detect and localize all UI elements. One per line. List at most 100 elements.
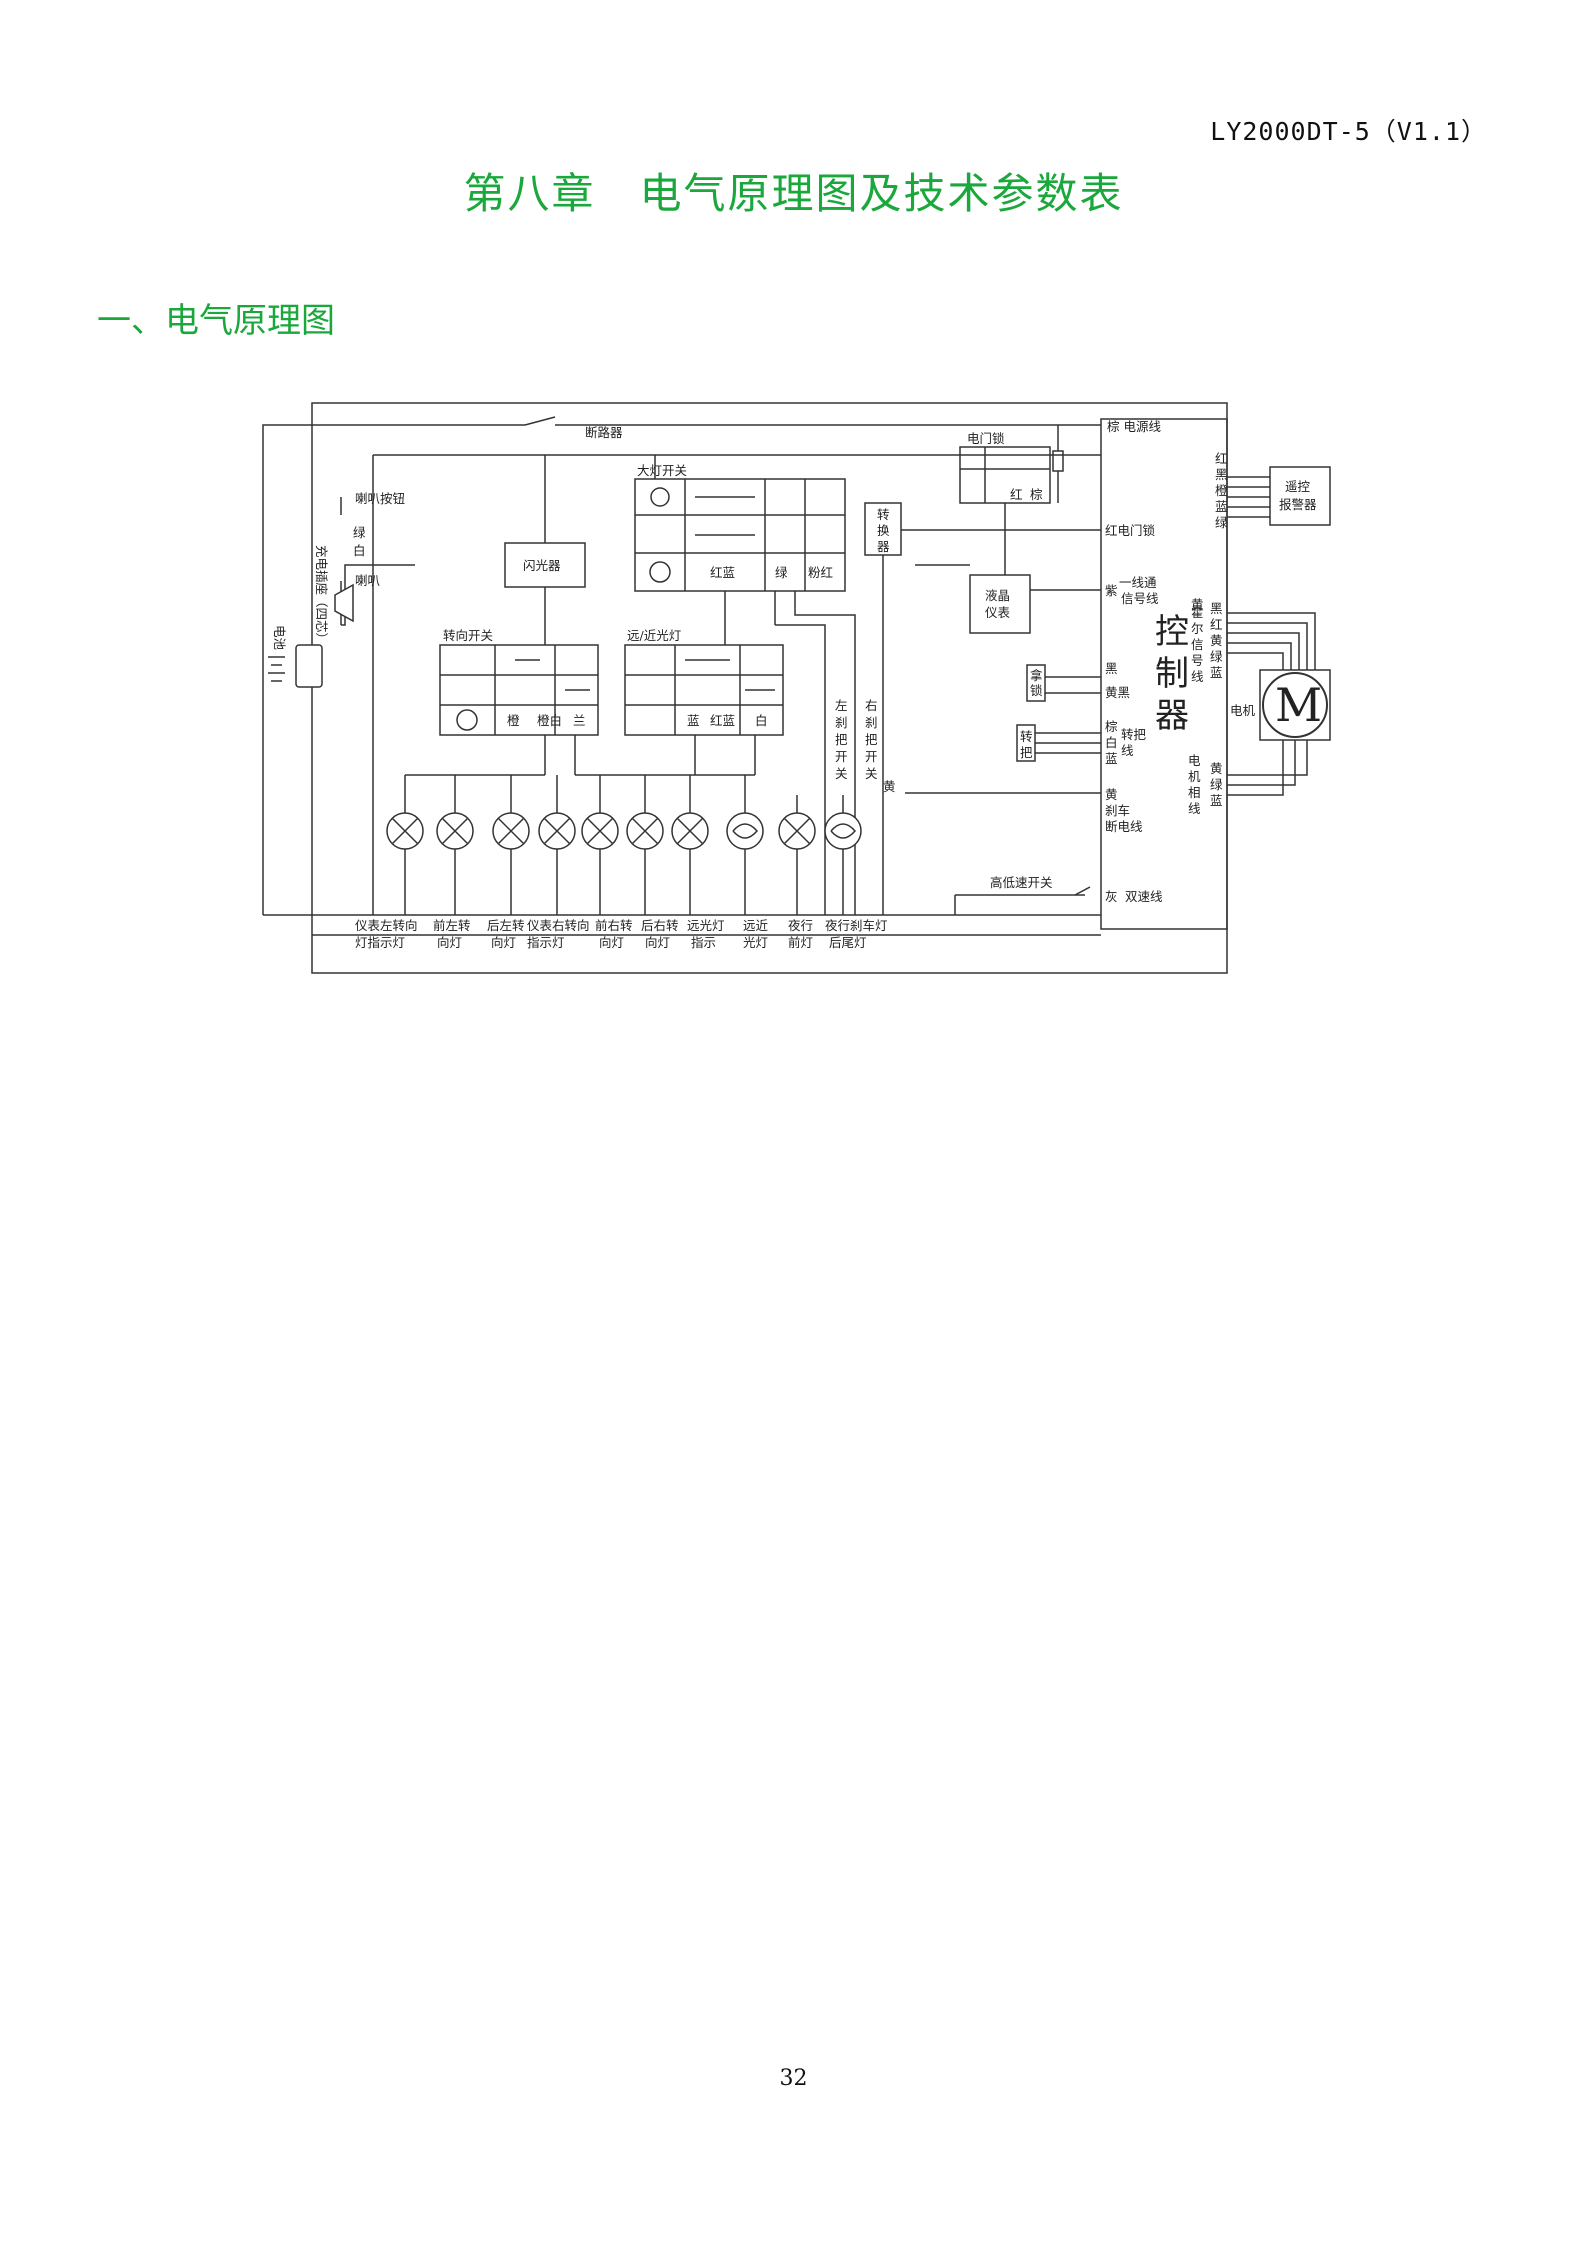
hall-left-4: 信 [1191, 637, 1204, 652]
controller-signal-2: 信号线 [1121, 591, 1159, 606]
lamp-label-8b: 光灯 [743, 935, 768, 950]
brake-cut-3: 断电线 [1105, 819, 1143, 834]
beam-color-1: 蓝 [687, 713, 700, 728]
phase-label-1: 电 [1188, 753, 1201, 768]
remote-color-3: 橙 [1215, 483, 1228, 498]
lamp-label-1a: 仪表左转向 [355, 918, 418, 933]
controller-label-1: 控 [1155, 612, 1189, 652]
door-lock-brown: 棕 [1030, 487, 1043, 502]
left-brake-2: 刹 [835, 715, 848, 730]
door-lock-red: 红 [1010, 487, 1023, 502]
horn-wire-white: 白 [353, 543, 366, 558]
hall-left-5: 号 [1191, 653, 1204, 668]
chapter-title: 第八章 电气原理图及技术参数表 [463, 169, 1124, 218]
lamp-5 [581, 812, 619, 850]
lamp-10 [824, 812, 862, 850]
throttle-color-3: 蓝 [1105, 751, 1118, 766]
hall-left-2: 霍 [1191, 605, 1204, 620]
headlight-color-1: 红蓝 [710, 565, 735, 580]
door-lock-label: 电门锁 [967, 431, 1005, 446]
throttle-label-2: 线 [1121, 743, 1134, 758]
remote-color-2: 黑 [1215, 467, 1228, 482]
remote-alarm-2: 报警器 [1279, 497, 1317, 512]
lamp-label-7b: 指示 [691, 935, 716, 950]
lcd-label-1: 液晶 [985, 588, 1010, 603]
remote-color-4: 蓝 [1215, 499, 1228, 514]
charge-plug-label: 充电插座（四芯） [314, 545, 329, 645]
horn-button-label: 喇叭按钮 [355, 491, 405, 506]
lamp-label-5a: 前右转 [595, 918, 633, 933]
electrical-schematic: 断路器 喇叭按钮 绿 白 喇叭 充电插座（四芯） 电池 闪光器 转向开关 橙 橙… [262, 402, 1331, 974]
motor-symbol: M [1275, 678, 1322, 732]
left-brake-3: 把 [835, 732, 848, 747]
lamp-label-9b: 前灯 [788, 935, 813, 950]
page-number: 32 [779, 2066, 808, 2091]
lamp-label-2b: 向灯 [437, 935, 462, 950]
hall-left-1: 黄 [1191, 597, 1204, 612]
lamp-label-10b: 后尾灯 [829, 935, 867, 950]
phase-color-3: 蓝 [1210, 793, 1223, 808]
lamp-label-6a: 后右转 [641, 918, 679, 933]
battery-label: 电池 [272, 625, 287, 651]
lamp-label-2a: 前左转 [433, 918, 471, 933]
brake-cut-1: 黄 [1105, 787, 1118, 802]
dual-speed-label: 双速线 [1125, 889, 1163, 904]
lamp-3 [492, 812, 530, 850]
beam-switch-label: 远/近光灯 [627, 628, 681, 643]
left-brake-5: 关 [835, 766, 848, 781]
throttle-color-1: 棕 [1105, 719, 1118, 734]
converter-label-3: 器 [877, 539, 890, 554]
phase-color-1: 黄 [1210, 761, 1223, 776]
right-brake-4: 开 [865, 749, 878, 764]
turn-color-3: 兰 [573, 713, 586, 728]
right-brake-2: 刹 [865, 715, 878, 730]
controller-label-3: 器 [1155, 696, 1189, 736]
lamp-9 [778, 812, 816, 850]
hall-right-3: 黄 [1210, 633, 1223, 648]
document-code: LY2000DT-5（V1.1） [1210, 117, 1487, 146]
right-brake-1: 右 [865, 698, 878, 713]
lamp-label-7a: 远光灯 [687, 918, 725, 933]
controller-label-2: 制 [1155, 654, 1189, 694]
throttle-2: 把 [1020, 745, 1033, 760]
beam-color-2: 红蓝 [710, 713, 735, 728]
lamp-label-8a: 远近 [743, 918, 769, 933]
horn-label: 喇叭 [355, 573, 381, 588]
phase-label-3: 相 [1188, 785, 1201, 800]
lamp-label-1b: 灯指示灯 [355, 935, 405, 950]
throttle-color-2: 白 [1105, 735, 1118, 750]
beam-color-3: 白 [755, 713, 768, 728]
lamp-label-6b: 向灯 [645, 935, 670, 950]
dual-speed-color: 灰 [1105, 889, 1118, 904]
horn-wire-green: 绿 [353, 525, 366, 540]
converter-label-1: 转 [877, 507, 890, 522]
lamp-label-9a: 夜行 [788, 918, 813, 933]
phase-label-4: 线 [1188, 801, 1201, 816]
lamp-4 [538, 812, 576, 850]
lamp-1 [386, 812, 424, 850]
right-brake-5: 关 [865, 766, 878, 781]
turn-switch-label: 转向开关 [443, 628, 493, 643]
lamp-label-3a: 后左转 [487, 918, 525, 933]
lock-color-2: 黄黑 [1105, 685, 1130, 700]
flasher-label: 闪光器 [523, 558, 561, 573]
lcd-label-2: 仪表 [985, 605, 1011, 620]
throttle-label-1: 转把 [1121, 727, 1147, 742]
converter-label-2: 换 [877, 523, 890, 538]
lock-part-2: 锁 [1030, 683, 1043, 698]
hall-right-1: 黑 [1210, 601, 1223, 616]
turn-color-1: 橙 [507, 713, 520, 728]
lock-part-1: 拿 [1030, 668, 1043, 683]
lamp-7 [671, 812, 709, 850]
right-brake-3: 把 [865, 732, 878, 747]
headlight-color-2: 绿 [775, 565, 788, 580]
lamp-2 [436, 812, 474, 850]
lamp-label-5b: 向灯 [599, 935, 624, 950]
left-brake-4: 开 [835, 749, 848, 764]
remote-color-1: 红 [1215, 451, 1228, 466]
headlight-color-3: 粉红 [808, 565, 833, 580]
hall-right-2: 红 [1210, 617, 1223, 632]
phase-label-2: 机 [1188, 769, 1201, 784]
controller-power: 棕 电源线 [1107, 419, 1161, 434]
breaker-label: 断路器 [585, 425, 623, 440]
